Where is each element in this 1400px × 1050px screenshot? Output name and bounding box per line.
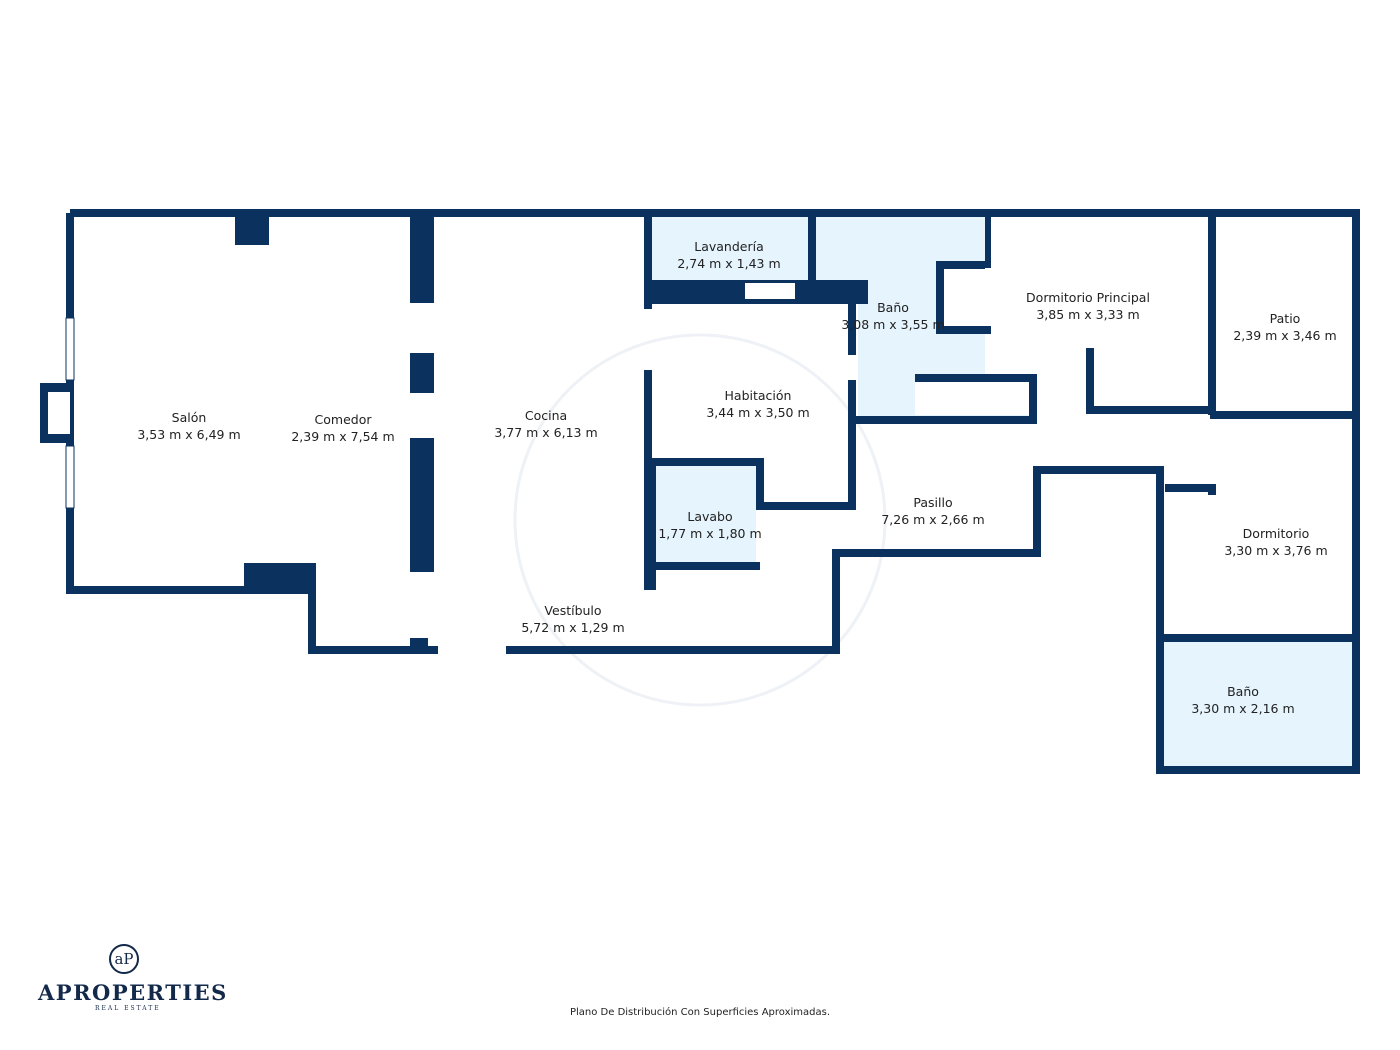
room-lavanderia: Lavandería 2,74 m x 1,43 m xyxy=(677,239,780,271)
svg-text:Salón: Salón xyxy=(172,410,207,425)
svg-text:Pasillo: Pasillo xyxy=(913,495,952,510)
svg-text:Dormitorio Principal: Dormitorio Principal xyxy=(1026,290,1150,305)
svg-text:1,77 m x 1,80 m: 1,77 m x 1,80 m xyxy=(658,526,761,541)
room-bano-2: Baño 3,30 m x 2,16 m xyxy=(1191,684,1294,716)
svg-text:Patio: Patio xyxy=(1270,311,1301,326)
room-fill-bano xyxy=(816,217,1030,420)
svg-text:Cocina: Cocina xyxy=(525,408,567,423)
room-fill-lavabo xyxy=(654,464,756,566)
svg-text:3,30 m x 3,76 m: 3,30 m x 3,76 m xyxy=(1224,543,1327,558)
svg-text:5,72 m x 1,29 m: 5,72 m x 1,29 m xyxy=(521,620,624,635)
svg-text:Lavandería: Lavandería xyxy=(694,239,764,254)
room-vestibulo: Vestíbulo 5,72 m x 1,29 m xyxy=(521,603,624,635)
room-pasillo: Pasillo 7,26 m x 2,66 m xyxy=(881,495,984,527)
svg-text:2,39 m x 3,46 m: 2,39 m x 3,46 m xyxy=(1233,328,1336,343)
svg-text:Vestíbulo: Vestíbulo xyxy=(544,603,601,618)
svg-text:3,30 m x 2,16 m: 3,30 m x 2,16 m xyxy=(1191,701,1294,716)
svg-text:3,77 m x 6,13 m: 3,77 m x 6,13 m xyxy=(494,425,597,440)
room-dormitorio-principal: Dormitorio Principal 3,85 m x 3,33 m xyxy=(1026,290,1150,322)
svg-text:3,44 m x 3,50 m: 3,44 m x 3,50 m xyxy=(706,405,809,420)
room-fill-lavanderia xyxy=(652,217,810,280)
svg-text:7,26 m x 2,66 m: 7,26 m x 2,66 m xyxy=(881,512,984,527)
window xyxy=(65,317,75,381)
svg-text:Comedor: Comedor xyxy=(315,412,373,427)
logo-icon: aP xyxy=(109,944,139,974)
logo-name: APROPERTIES xyxy=(38,980,228,1005)
room-habitacion: Habitación 3,44 m x 3,50 m xyxy=(706,388,809,420)
room-patio: Patio 2,39 m x 3,46 m xyxy=(1233,311,1336,343)
svg-text:Lavabo: Lavabo xyxy=(687,509,732,524)
svg-text:Baño: Baño xyxy=(1227,684,1259,699)
svg-text:3,53 m x 6,49 m: 3,53 m x 6,49 m xyxy=(137,427,240,442)
room-cocina: Cocina 3,77 m x 6,13 m xyxy=(494,408,597,440)
svg-text:Habitación: Habitación xyxy=(725,388,792,403)
svg-text:Baño: Baño xyxy=(877,300,909,315)
entrance-door xyxy=(438,645,506,655)
room-salon: Salón 3,53 m x 6,49 m xyxy=(137,410,240,442)
svg-text:3,08 m x 3,55 m: 3,08 m x 3,55 m xyxy=(841,317,944,332)
window xyxy=(65,445,75,509)
logo-tagline: REAL ESTATE xyxy=(95,1005,161,1012)
svg-text:2,39 m x 7,54 m: 2,39 m x 7,54 m xyxy=(291,429,394,444)
room-lavabo: Lavabo 1,77 m x 1,80 m xyxy=(658,509,761,541)
svg-text:Dormitorio: Dormitorio xyxy=(1243,526,1310,541)
room-dormitorio: Dormitorio 3,30 m x 3,76 m xyxy=(1224,526,1327,558)
watermark xyxy=(513,333,887,707)
footer-note: Plano De Distribución Con Superficies Ap… xyxy=(569,1007,831,1018)
svg-text:2,74 m x 1,43 m: 2,74 m x 1,43 m xyxy=(677,256,780,271)
room-fill-bano-2 xyxy=(1164,642,1352,766)
room-bano: Baño 3,08 m x 3,55 m xyxy=(841,300,944,332)
svg-text:3,85 m x 3,33 m: 3,85 m x 3,33 m xyxy=(1036,307,1139,322)
room-comedor: Comedor 2,39 m x 7,54 m xyxy=(291,412,394,444)
